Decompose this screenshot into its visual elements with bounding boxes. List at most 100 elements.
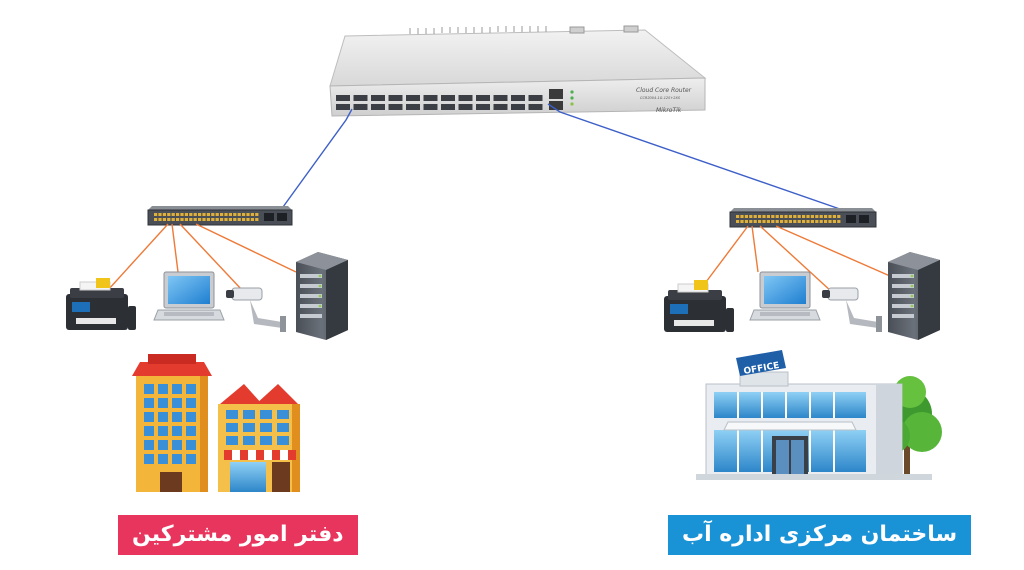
- switch-port: [753, 220, 757, 223]
- switch-port: [766, 220, 770, 223]
- window: [243, 410, 255, 419]
- switch-port: [180, 218, 184, 221]
- switch-right-ports: [736, 215, 869, 223]
- switch-port: [788, 215, 792, 218]
- window: [158, 426, 168, 436]
- switch-port: [158, 218, 162, 221]
- lan-cables-right: [699, 225, 891, 293]
- window: [260, 436, 272, 445]
- switch-port: [749, 215, 753, 218]
- window: [158, 384, 168, 394]
- window: [144, 454, 154, 464]
- window: [186, 440, 196, 450]
- sfp-port: [441, 104, 455, 110]
- label-water-authority-hq: ساختمان مرکزی اداره آب: [668, 515, 972, 555]
- switch-left-ports: [154, 213, 287, 221]
- switch-port: [162, 213, 166, 216]
- sfp-port: [493, 104, 508, 110]
- server-right: [888, 252, 940, 340]
- switch-port: [237, 213, 241, 216]
- switch-port: [184, 218, 188, 221]
- uplink-cables: [282, 103, 861, 217]
- window: [172, 384, 182, 394]
- switch-port: [184, 213, 188, 216]
- switch-port: [180, 213, 184, 216]
- core-router: Cloud Core Router CCR2004-1G-12S+2XS Mik…: [329, 25, 707, 117]
- label-customer-affairs-office: دفتر امور مشترکین: [118, 515, 358, 555]
- switch-port: [198, 213, 202, 216]
- switch-port: [806, 220, 810, 223]
- switch-port: [797, 220, 801, 223]
- printer-left: [66, 278, 136, 330]
- router-sfp-ports: [336, 95, 543, 110]
- sfp-port: [423, 104, 438, 110]
- printer-right: [664, 280, 734, 332]
- sfp-port: [441, 95, 455, 101]
- windows-tall-building: [144, 384, 196, 464]
- sfp-port: [528, 104, 543, 110]
- window: [186, 454, 196, 464]
- sfp-port: [458, 95, 473, 101]
- switch-port: [775, 215, 779, 218]
- server-left: [296, 252, 348, 340]
- mikrotik-logo: MikroTik: [656, 107, 682, 114]
- switch-port: [215, 213, 219, 216]
- sfp-port: [458, 104, 473, 110]
- switch-port: [832, 215, 836, 218]
- switch-port: [167, 218, 171, 221]
- switch-port: [154, 213, 158, 216]
- switch-port: [780, 220, 784, 223]
- switch-port: [228, 213, 232, 216]
- switch-port: [250, 218, 254, 221]
- switch-port: [237, 218, 241, 221]
- switch-port: [784, 215, 788, 218]
- access-switch-right: [729, 208, 877, 228]
- switch-port: [810, 215, 814, 218]
- switch-port: [202, 213, 206, 216]
- switch-port: [819, 220, 823, 223]
- window: [243, 436, 255, 445]
- switch-port: [828, 215, 832, 218]
- switch-port: [206, 213, 210, 216]
- window: [186, 426, 196, 436]
- window: [172, 412, 182, 422]
- uplink-port: [859, 215, 869, 223]
- sfp-port: [336, 104, 350, 110]
- switch-port: [744, 215, 748, 218]
- window: [226, 423, 238, 432]
- window: [260, 423, 272, 432]
- switch-port: [202, 218, 206, 221]
- window: [186, 398, 196, 408]
- switch-port: [220, 213, 224, 216]
- switch-port: [220, 218, 224, 221]
- switch-port: [824, 215, 828, 218]
- switch-port: [819, 215, 823, 218]
- switch-port: [749, 220, 753, 223]
- switch-port: [815, 215, 819, 218]
- switch-port: [758, 215, 762, 218]
- window: [243, 423, 255, 432]
- switch-port: [744, 220, 748, 223]
- sfp-port: [371, 95, 385, 101]
- switch-port: [771, 215, 775, 218]
- switch-port: [167, 213, 171, 216]
- switch-port: [189, 213, 193, 216]
- switch-port: [215, 218, 219, 221]
- switch-port: [793, 220, 797, 223]
- switch-port: [797, 215, 801, 218]
- shop-awning: [224, 450, 296, 460]
- window: [144, 426, 154, 436]
- switch-port: [198, 218, 202, 221]
- switch-port: [788, 220, 792, 223]
- switch-port: [193, 218, 197, 221]
- switch-port: [242, 213, 246, 216]
- uplink-port: [277, 213, 287, 221]
- switch-port: [211, 218, 215, 221]
- sfp-port: [476, 104, 490, 110]
- uplink-left: [282, 108, 353, 208]
- window: [277, 423, 289, 432]
- switch-port: [771, 220, 775, 223]
- building-water-headquarters: OFFICE: [696, 350, 942, 480]
- uplink-port: [264, 213, 274, 221]
- switch-port: [246, 213, 250, 216]
